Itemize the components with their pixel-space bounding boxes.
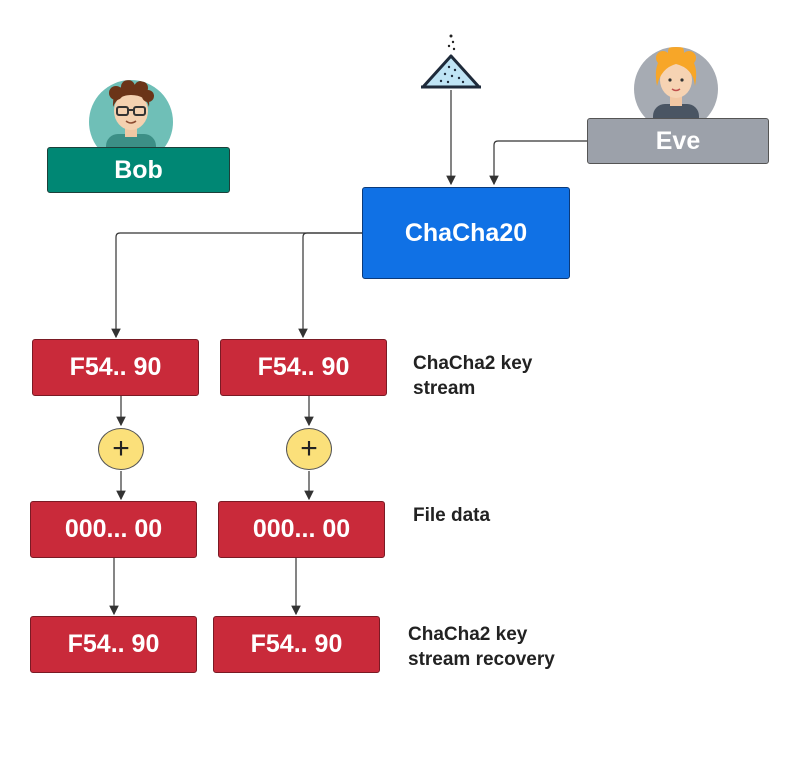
recovery-block-col2: F54.. 90: [213, 616, 380, 673]
woman-avatar-icon: [634, 47, 718, 120]
cipher-to-col1-arrow: [111, 232, 362, 339]
filedata-value: 000... 00: [64, 515, 163, 543]
eve-box: Eve: [587, 118, 769, 164]
keystream-block-col2: F54.. 90: [220, 339, 387, 396]
recovery-value: F54.. 90: [67, 630, 160, 658]
bob-label: Bob: [114, 155, 163, 184]
eve-label: Eve: [655, 126, 701, 155]
keystream-block-col1: F54.. 90: [32, 339, 199, 396]
eve-arrow: [489, 140, 587, 186]
filedata-value: 000... 00: [252, 515, 351, 543]
filedata-row-label: File data: [413, 505, 491, 526]
filedata-block-col2: 000... 00: [218, 501, 385, 558]
filedata-block-col1: 000... 00: [30, 501, 197, 558]
funnel-icon: [421, 34, 481, 89]
recovery-block-col1: F54.. 90: [30, 616, 197, 673]
recovery-row-label: ChaCha2 key stream recovery: [408, 624, 555, 670]
keystream-value: F54.. 90: [69, 353, 162, 381]
chacha20-box: ChaCha20: [362, 187, 570, 279]
chacha20-label: ChaCha20: [404, 218, 528, 247]
keystream-row-label: ChaCha2 key stream: [413, 353, 533, 399]
bob-box: Bob: [47, 147, 230, 193]
xor-plus-icon-col2: +: [286, 428, 332, 470]
cipher-to-col2-arrow: [298, 232, 362, 339]
xor-plus-icon-col1: +: [98, 428, 144, 470]
recovery-value: F54.. 90: [250, 630, 343, 658]
keystream-value: F54.. 90: [257, 353, 350, 381]
man-avatar-icon: [89, 80, 173, 151]
